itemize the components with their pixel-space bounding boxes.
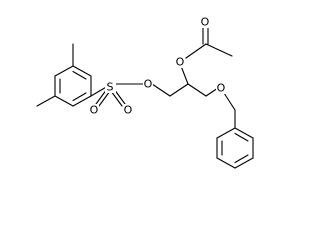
chemical-structure-diagram: O S O O O O O xyxy=(36,16,254,169)
stereo-bond xyxy=(180,65,189,85)
benzyl-bond xyxy=(223,92,236,111)
ester-oxygen-label: O xyxy=(144,78,153,91)
ring-b-bond xyxy=(216,127,236,139)
acetyl-methyl-bond xyxy=(205,43,233,57)
sulfonyl-double-bond-left xyxy=(98,90,111,107)
atom-label-layer: O S O O O O O xyxy=(89,16,226,117)
sulfonyl-oxygen-right-label: O xyxy=(124,104,133,117)
acetyl-bond xyxy=(185,43,207,59)
ring-a-bond xyxy=(72,95,92,107)
acetyl-ester-oxygen-label: O xyxy=(176,56,185,69)
ring-a-bond xyxy=(54,95,74,107)
ring-a-bond xyxy=(54,65,74,77)
backbone-bond xyxy=(187,83,207,97)
ring-b-double-bond xyxy=(234,132,249,142)
backbone-bond xyxy=(151,83,171,97)
bond-layer xyxy=(36,27,254,169)
ether-oxygen-label: O xyxy=(217,82,226,95)
backbone-bond xyxy=(169,83,189,97)
methyl-bond-left xyxy=(36,95,56,107)
ring-b-double-bond xyxy=(234,154,249,164)
ring-a-double-bond xyxy=(72,92,87,102)
ring-b-bond xyxy=(234,157,254,169)
ring-b-bond xyxy=(216,157,236,169)
acetyl-carbonyl-oxygen-label: O xyxy=(201,16,210,29)
ring-a-bond xyxy=(72,65,92,77)
sulfonyl-oxygen-left-label: O xyxy=(90,104,99,117)
ring-a-double-bond xyxy=(72,70,87,80)
sulfur-atom-label: S xyxy=(107,81,114,94)
sulfonyl-double-bond-right xyxy=(110,90,123,107)
ring-b-bond xyxy=(234,127,254,139)
